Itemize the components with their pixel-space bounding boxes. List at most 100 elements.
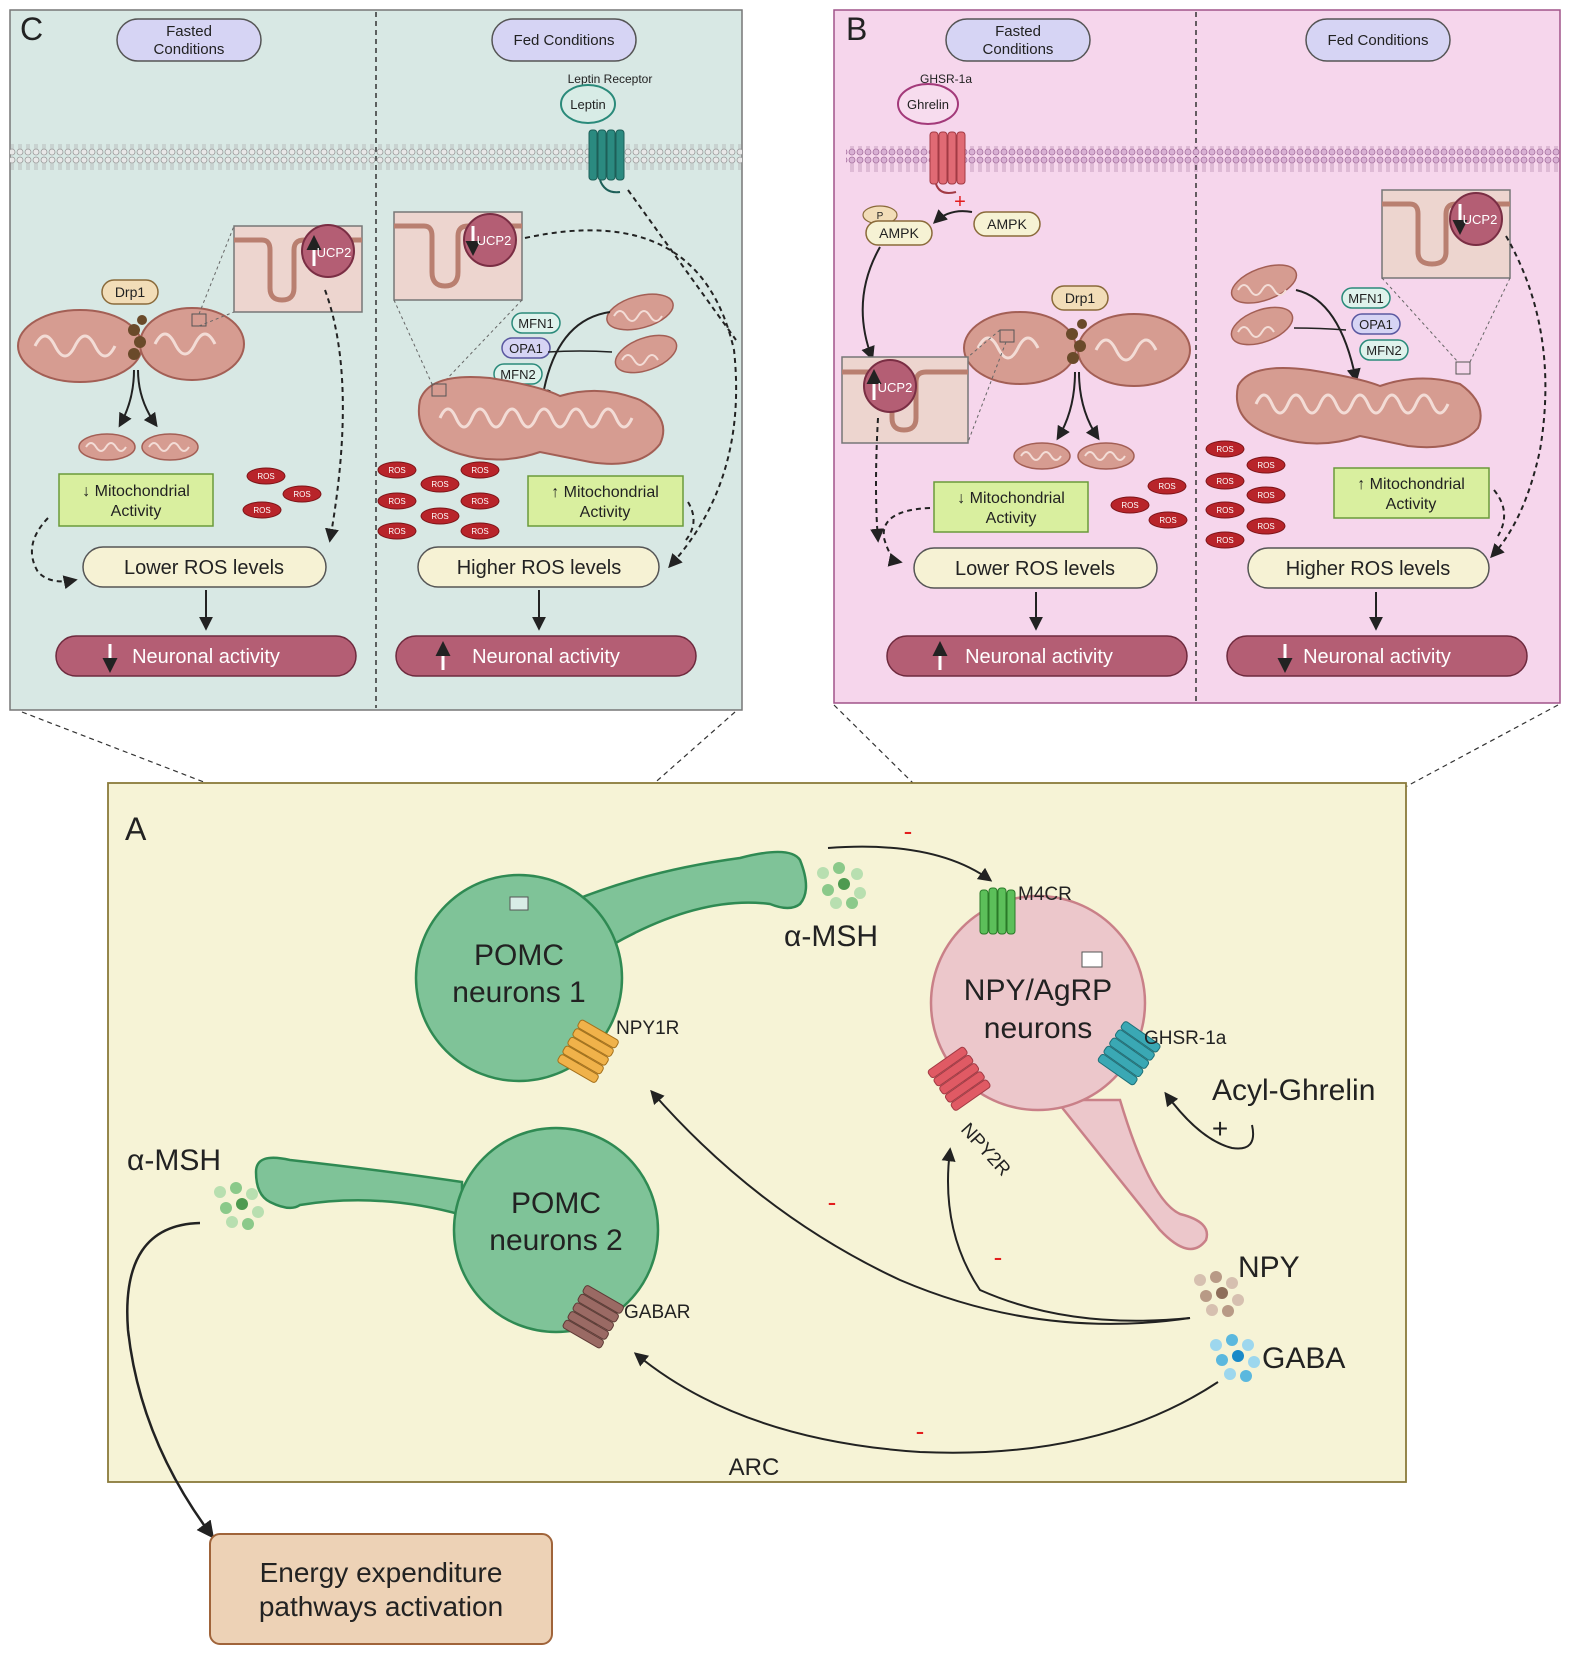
panel-b-ampk-to-ucp2-arrow <box>861 246 881 361</box>
panel-b-fed-label: Fed Conditions <box>1328 32 1429 49</box>
panel-b-ucp2-down-inset <box>1381 189 1511 279</box>
panel-c: C Fasted Conditions Fed Conditions Lepti… <box>9 9 743 711</box>
ghsr-receptor-icon <box>1097 1021 1161 1086</box>
ros-label: ROS <box>388 497 405 506</box>
panel-c-membrane <box>10 144 742 170</box>
acyl-ghrelin-arrow <box>1164 1091 1254 1150</box>
ros-label: ROS <box>1159 516 1176 525</box>
inhibition-minus: - <box>828 1187 837 1217</box>
gabar-receptor-icon <box>562 1285 624 1349</box>
amsh-to-energy-arrow <box>126 1221 215 1539</box>
panel-b-ros-low-label: Lower ROS levels <box>955 558 1115 580</box>
panel-b-fed-pill <box>1305 18 1451 62</box>
panel-c-mfn1-label: MFN1 <box>518 316 553 331</box>
amsh-to-m4cr-arrow <box>827 845 993 882</box>
amsh-particles-left-icon <box>214 1182 264 1230</box>
ros-label: ROS <box>431 480 448 489</box>
panel-b-zoom-line-right-1 <box>1381 277 1459 363</box>
panel-b-ros-left-group <box>1110 477 1188 529</box>
panel-b-ghrelin-ligand <box>897 83 959 125</box>
panel-c-zoom-marker-right <box>431 383 447 397</box>
energy-line1: Energy expenditure <box>260 1557 503 1588</box>
panel-b-fasted-label-1: Fasted <box>995 23 1041 40</box>
panel-b-activity-low-line1: ↓ Mitochondrial <box>957 490 1065 507</box>
ros-label: ROS <box>1216 477 1233 486</box>
panel-c-neuronal-bar-left <box>55 635 357 677</box>
panel-b-ros-low-box <box>913 547 1158 589</box>
pomc1-line1: POMC <box>474 939 564 972</box>
panel-c-leptin-receptor-icon <box>588 129 625 194</box>
panel-c-zoom-line-left-1 <box>198 225 235 315</box>
panel-b-activation-plus: + <box>954 191 966 213</box>
panel-c-ucp2-down-inset <box>393 211 523 301</box>
npy1r-label: NPY1R <box>616 1018 679 1039</box>
ros-label: ROS <box>1121 501 1138 510</box>
panel-b-letter: B <box>846 11 867 47</box>
panel-c-mfn2-label: MFN2 <box>500 367 535 382</box>
panel-b-ampk-tag <box>973 211 1041 237</box>
panel-c-ros-low-box <box>82 546 327 588</box>
m4cr-receptor-icon <box>979 887 1016 935</box>
panel-c-opa1-tag <box>501 337 551 359</box>
panel-b-fasted-label-2: Conditions <box>983 41 1054 58</box>
panel-c-leptin-receptor-label: Leptin Receptor <box>568 72 653 86</box>
gabar-label: GABAR <box>624 1302 691 1323</box>
panel-b-ucp2-to-ros-dashed-arrow <box>870 417 885 543</box>
amsh-particles-right-icon <box>817 862 866 909</box>
panel-c-ros-right-group <box>377 461 500 540</box>
panel-c-activity-to-ros-dashed-arrow <box>31 517 78 590</box>
npy-to-npy1r-arrow <box>650 1089 1191 1325</box>
panel-b-activity-high-line1: ↑ Mitochondrial <box>1357 476 1465 493</box>
panel-c-activity-high-line2: Activity <box>580 504 631 521</box>
ros-label: ROS <box>431 512 448 521</box>
panel-c-zoom-line-right-2 <box>441 299 523 385</box>
panel-c-fasted-label-2: Conditions <box>154 41 225 58</box>
panel-b-zoom-marker-left <box>999 329 1015 343</box>
panel-c-fusing-small-mitochondria-icon <box>606 293 678 374</box>
panel-c-activity-low-box <box>58 473 214 527</box>
panel-c-ros-low-label: Lower ROS levels <box>124 557 284 579</box>
panel-c-ucp2-down-label: UCP2 <box>477 233 512 248</box>
npy2r-receptor-icon <box>927 1046 991 1111</box>
gaba-to-gabar-arrow <box>633 1352 1219 1454</box>
panel-b-ucp2-down-label: UCP2 <box>1463 212 1498 227</box>
panel-b-activity-low-box <box>933 481 1089 533</box>
panel-b-mfn2-label: MFN2 <box>1366 343 1401 358</box>
panel-b-mfn2-tag <box>1359 339 1409 361</box>
npy-to-npy2r-arrow <box>941 1147 1191 1322</box>
arc-label: ARC <box>729 1454 780 1481</box>
panel-b-activity-high-line2: Activity <box>1386 496 1437 513</box>
panel-c-fission-arrow-left <box>118 369 135 428</box>
panel-b-ucp2-down-dashed-arrow <box>1490 235 1547 559</box>
ros-label: ROS <box>257 472 274 481</box>
ros-label: ROS <box>1216 445 1233 454</box>
panel-c-fed-label: Fed Conditions <box>514 32 615 49</box>
panel-b-ampk-label: AMPK <box>987 216 1027 232</box>
panel-c-leptin-dashed-arrow <box>627 189 737 341</box>
panel-b-ampk-phospho-tag <box>865 220 933 246</box>
npy-particles-icon <box>1194 1271 1244 1317</box>
panel-c-fed-pill <box>491 18 637 62</box>
pomc2-line1: POMC <box>511 1187 601 1220</box>
panel-c-activity-low-line1: ↓ Mitochondrial <box>82 483 190 500</box>
panel-b-opa1-label: OPA1 <box>1359 317 1393 332</box>
panel-a-letter: A <box>125 811 147 847</box>
panel-b-ghrelin-receptor-icon <box>929 131 966 194</box>
panel-c-activity-high-box <box>527 475 684 527</box>
ros-label: ROS <box>471 497 488 506</box>
pomc1-zoom-marker <box>509 896 529 911</box>
panel-b-fasted-pill <box>945 18 1091 62</box>
panel-c-ros-high-label: Higher ROS levels <box>457 557 622 579</box>
pomc1-line2: neurons 1 <box>452 976 585 1009</box>
ros-label: ROS <box>1216 506 1233 515</box>
pomc-neuron-1 <box>414 850 808 1083</box>
ros-label: ROS <box>471 527 488 536</box>
panel-c-ros-left-group <box>242 467 322 519</box>
panel-a: A POMC neurons 1 NPY1R α-M <box>107 782 1407 1483</box>
panel-b-fission-mitochondria-icon <box>963 311 1191 387</box>
panel-b-mfn1-label: MFN1 <box>1348 291 1383 306</box>
panel-b-phosphate-label: P <box>877 211 884 222</box>
m4cr-label: M4CR <box>1018 884 1072 905</box>
npy1r-receptor-icon <box>557 1019 619 1083</box>
ros-label: ROS <box>1257 491 1274 500</box>
